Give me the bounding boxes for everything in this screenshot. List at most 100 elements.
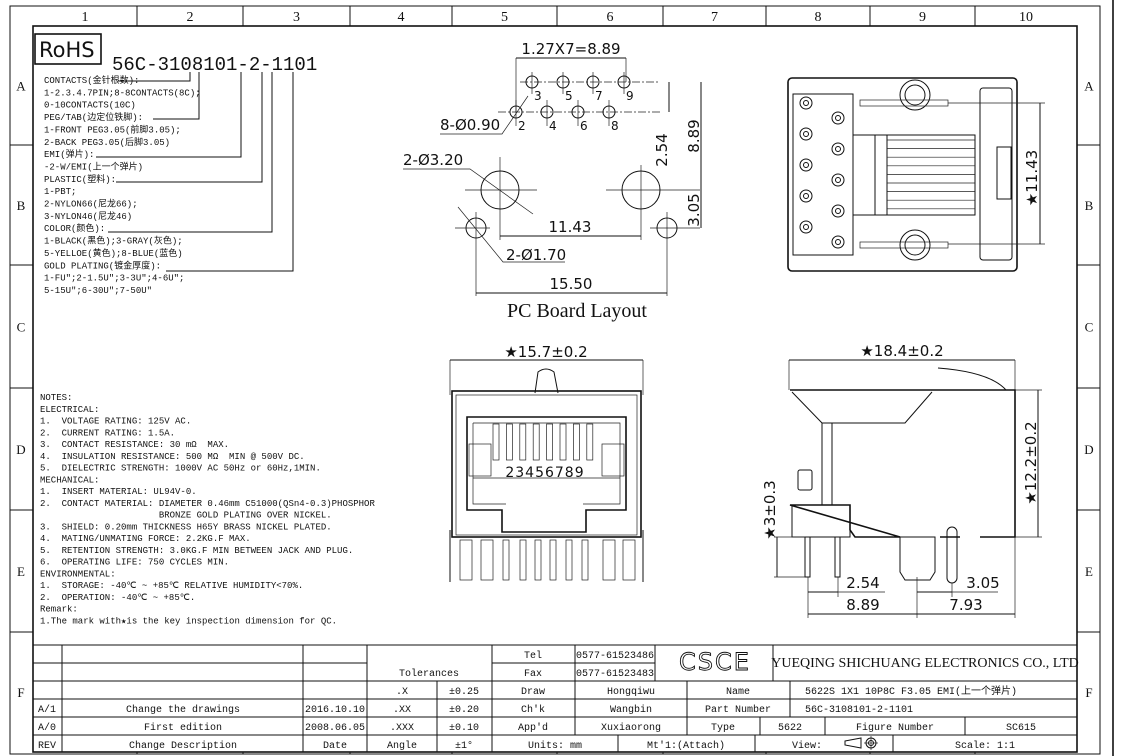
note-line: 5. DIELECTRIC STRENGTH: 1000V AC 50Hz or… [40, 464, 321, 474]
contact-spring [519, 423, 527, 461]
note-line: BRONZE GOLD PLATING OVER NICKEL. [40, 511, 332, 521]
contact-numbers: 23456789 [505, 465, 584, 481]
tolerance-key: .XXX [390, 723, 414, 734]
tolerance-value: ±1° [455, 740, 473, 752]
pin-number: 6 [580, 119, 588, 133]
pin-number: 3 [534, 89, 542, 103]
draw-label: Draw [521, 687, 545, 698]
company-name: YUEQING SHICHUANG ELECTRONICS CO., LTD [771, 656, 1078, 671]
figure-number-value: SC615 [1006, 723, 1036, 734]
note-line: 6. OPERATING LIFE: 750 CYCLES MIN. [40, 558, 229, 568]
pin-to-peg-dimension: 8.89 [846, 596, 879, 614]
column-label: 4 [398, 10, 405, 25]
terminal-pin [602, 539, 616, 581]
contact-spring [546, 423, 553, 461]
pin-number: 9 [626, 89, 634, 103]
row-label: A [16, 79, 26, 94]
side-view: ★18.4±0.2 ★12.2±0.2 ★3±0.3 2.54 3.05 8.8… [761, 342, 1042, 618]
contact-pad [831, 204, 845, 218]
terminal-pin [502, 539, 510, 581]
view-label: View: [792, 740, 822, 752]
contact-pad [799, 158, 813, 172]
legend-line: 3-NYLON46(尼龙46) [44, 210, 132, 222]
column-label: 2 [187, 10, 194, 25]
row-label: D [16, 442, 25, 457]
tel-value: 0577-61523486 [576, 651, 654, 662]
side-height-dimension: ★12.2±0.2 [1022, 421, 1040, 504]
revision-id: A/1 [38, 704, 56, 716]
column-label: 7 [711, 10, 718, 25]
terminal-pin [519, 539, 527, 581]
contact-spring [573, 423, 580, 461]
note-line: ENVIRONMENTAL: [40, 569, 116, 579]
row-label: A [1084, 79, 1094, 94]
row-label: F [1085, 685, 1092, 700]
note-line: 1. INSERT MATERIAL: UL94V-0. [40, 487, 197, 497]
column-label: 1 [82, 10, 89, 25]
legend-line: 5-15U";6-30U";7-50U" [44, 286, 152, 296]
checked-label: Ch'k [521, 704, 545, 716]
notes-block: NOTES: ELECTRICAL: 1. VOLTAGE RATING: 125V… [40, 393, 375, 626]
column-label: 8 [815, 10, 822, 25]
note-line: NOTES: [40, 393, 72, 403]
pin-length-dimension: ★3±0.3 [761, 480, 779, 539]
tolerance-key: .X [396, 687, 408, 698]
rohs-box [34, 33, 102, 65]
pin-number: 5 [565, 89, 573, 103]
legend-line: 1-2.3.4.7PIN;8-8CONTACTS(8C); [44, 88, 201, 98]
material-label: Mt'1:(Attach) [647, 740, 725, 752]
contact-spring [586, 423, 594, 461]
note-line: MECHANICAL: [40, 475, 99, 485]
scale-label: Scale: 1:1 [955, 740, 1015, 752]
contact-pad [799, 220, 813, 234]
note-line: ELECTRICAL: [40, 405, 99, 415]
note-line: 4. MATING/UNMATING FORCE: 2.2KG.F MAX. [40, 534, 251, 544]
note-line: 1. VOLTAGE RATING: 125V AC. [40, 417, 191, 427]
contact-pad [831, 142, 845, 156]
note-line: 3. SHIELD: 0.20mm THICKNESS H65Y BRASS N… [40, 522, 332, 532]
company-logo: CSCE [679, 648, 751, 676]
units-label: Units: mm [528, 740, 582, 752]
fax-value: 0577-61523483 [576, 669, 654, 680]
peg-offset-dimension: 3.05 [966, 574, 999, 592]
approved-label: App'd [518, 722, 548, 734]
mount-to-peg-dimension: 3.05 [685, 193, 703, 226]
column-label: 3 [293, 10, 300, 25]
row-label: D [1084, 442, 1093, 457]
pin-number: 2 [518, 119, 526, 133]
legend-line: COLOR(颜色): [44, 222, 105, 234]
contact-spring [506, 423, 513, 461]
date-header: Date [323, 741, 347, 752]
pitch-dimension: 1.27X7=8.89 [521, 40, 620, 58]
legend-line: 1-PBT; [44, 187, 76, 197]
note-line: 1.The mark with★is the key inspection di… [40, 616, 337, 626]
column-label: 5 [501, 10, 508, 25]
pin-number: 8 [611, 119, 619, 133]
tolerance-value: ±0.20 [449, 705, 479, 716]
tolerance-key: Angle [387, 740, 417, 752]
type-label: Type [711, 723, 735, 734]
projection-view-icon [844, 736, 878, 750]
revision-description: First edition [144, 722, 222, 734]
pin-pitch-dimension: 2.54 [846, 574, 879, 592]
row-label: C [17, 320, 26, 335]
terminal-pin [549, 539, 557, 581]
tolerance-value: ±0.10 [449, 723, 479, 734]
peg-to-front-dimension: 7.93 [949, 596, 982, 614]
legend-line: GOLD PLATING(镀金厚度): [44, 259, 161, 271]
legend-leaders [96, 72, 294, 272]
note-line: 3. CONTACT RESISTANCE: 30 mΩ MAX. [40, 440, 229, 450]
pin-to-mount-dimension: 8.89 [685, 119, 703, 152]
description-header: Change Description [129, 740, 237, 752]
product-name: 5622S 1X1 10P8C F3.05 EMI(上一个弹片) [805, 684, 1017, 698]
legend-line: 5-YELLOE(黄色);8-BLUE(蓝色) [44, 247, 183, 259]
legend-line: 1-FU";2-1.5U";3-3U";4-6U"; [44, 274, 184, 284]
row-label: B [17, 198, 26, 213]
tolerance-value: ±0.25 [449, 687, 479, 698]
contact-pad [799, 96, 813, 110]
inner-frame [32, 25, 1078, 753]
terminal-pin [459, 539, 473, 581]
fax-label: Fax [524, 669, 542, 680]
